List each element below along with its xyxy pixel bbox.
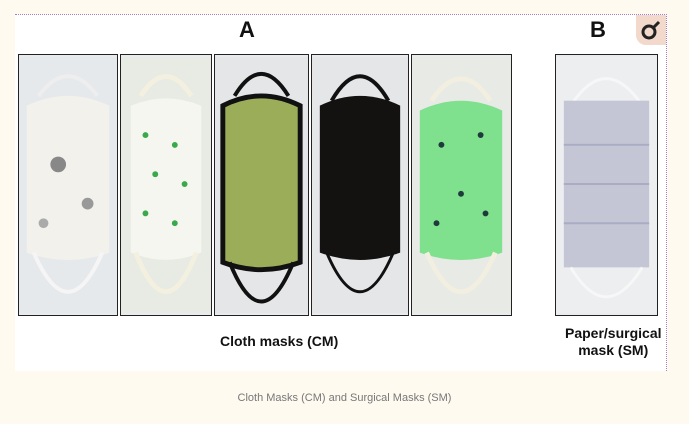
mask-photo-green-stars xyxy=(411,54,512,316)
lens-icon[interactable] xyxy=(636,15,666,45)
surgical-mask-label: Paper/surgical mask (SM) xyxy=(565,325,662,359)
surgical-label-line2: mask (SM) xyxy=(578,342,649,358)
mask-photo-white xyxy=(18,54,118,316)
surgical-label-line1: Paper/surgical xyxy=(565,325,662,341)
mask-photo-surgical xyxy=(555,54,658,316)
mask-photo-green-hearts xyxy=(120,54,212,316)
panel-b-label: B xyxy=(590,17,606,42)
cloth-masks-label: Cloth masks (CM) xyxy=(220,333,339,349)
figure-caption: Cloth Masks (CM) and Surgical Masks (SM) xyxy=(237,392,452,404)
panel-a-label: A xyxy=(239,17,255,42)
mask-photo-camo xyxy=(214,54,309,316)
mask-photo-black xyxy=(311,54,409,316)
figure-image: A B Cloth masks (CM) Paper/surgical mask… xyxy=(15,14,667,371)
